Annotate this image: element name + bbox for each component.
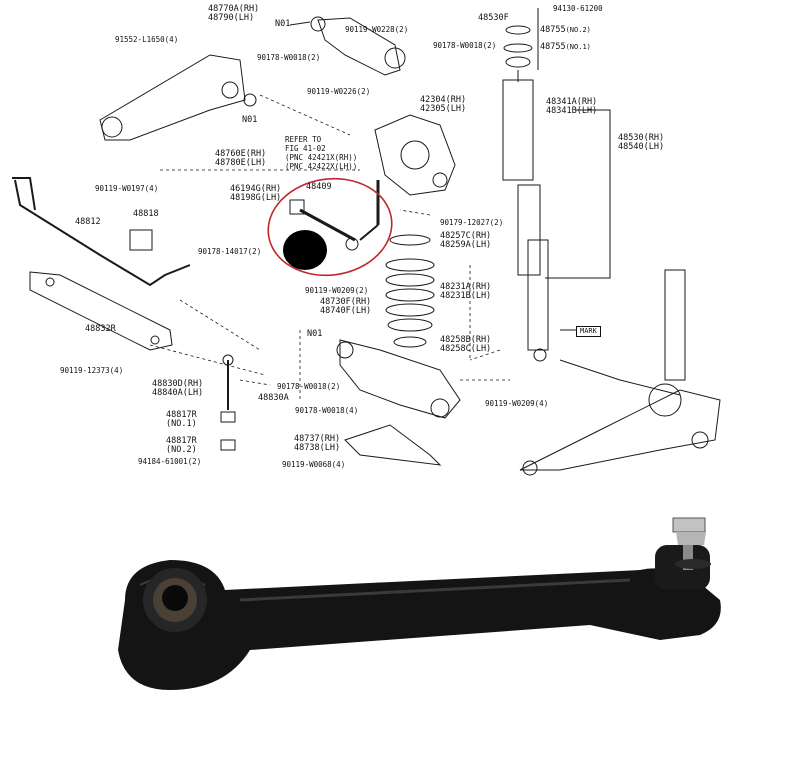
label-mark: MARK — [576, 326, 601, 337]
label-90119-12373: 90119-12373(4) — [60, 366, 124, 375]
shock-absorber — [502, 25, 549, 362]
stabilizer-bar — [14, 179, 191, 287]
knuckle — [374, 114, 456, 196]
lower-control-arm — [339, 339, 461, 419]
upper-arm-top — [317, 17, 401, 76]
product-photo-lateral-link — [118, 517, 721, 690]
label-48530f: 48530F — [478, 13, 509, 23]
label-48737: 48737(RH)48738(LH) — [294, 434, 341, 453]
label-90119-w0226: 90119-W0226(2) — [307, 87, 371, 96]
label-90179-12027: 90179-12027(2) — [440, 218, 504, 227]
assembled-suspension-view — [519, 269, 721, 476]
splash-shield — [344, 424, 442, 466]
label-48818: 48818 — [133, 209, 159, 219]
highlighted-lateral-link — [267, 177, 393, 277]
label-90119-w0209-b: 90119-W0209(4) — [485, 399, 549, 408]
label-48832r: 48832R — [85, 324, 116, 334]
label-90119-w0197: 90119-W0197(4) — [95, 184, 159, 193]
label-48770: 48770A(RH)48790(LH) — [208, 4, 260, 23]
label-48257c: 48257C(RH)48259A(LH) — [440, 231, 492, 250]
label-48817r-no1: 48817R(NO.1) — [166, 410, 197, 429]
label-48817r-no2: 48817R(NO.2) — [166, 436, 197, 455]
label-48258b: 48258B(RH)48258C(LH) — [440, 335, 492, 354]
label-90119-w0228: 90119-W0228(2) — [345, 25, 409, 34]
stabilizer-bracket — [29, 271, 173, 351]
label-n01-top: N01 — [275, 19, 291, 29]
label-90178-w0018-d: 90178-W0018(4) — [295, 406, 359, 415]
label-n01-low: N01 — [307, 329, 323, 339]
red-highlight-circle — [267, 177, 393, 277]
label-48341a: 48341A(RH)48341B(LH) — [546, 97, 598, 116]
label-46194g: 46194G(RH)48198G(LH) — [230, 184, 282, 203]
label-48830a: 48830A — [258, 393, 289, 403]
label-48760e: 48760E(RH)48780E(LH) — [215, 149, 267, 168]
label-94184: 94184-61001(2) — [138, 457, 202, 466]
label-48530: 48530(RH)48540(LH) — [618, 133, 665, 152]
label-48755-no1: 48755(NO.1) — [540, 42, 591, 52]
label-90178-14017: 90178-14017(2) — [198, 247, 262, 256]
label-94130: 94130-61200 — [553, 4, 603, 13]
label-91552: 91552-L1650(4) — [115, 35, 179, 44]
label-48755-no2: 48755(NO.2) — [540, 25, 591, 35]
label-48830d: 48830D(RH)48840A(LH) — [152, 379, 204, 398]
label-90178-w0018-c: 90178-W0018(2) — [277, 382, 341, 391]
label-48812: 48812 — [75, 217, 101, 227]
label-48231a: 48231A(RH)48231B(LH) — [440, 282, 492, 301]
label-48730f: 48730F(RH)48740F(LH) — [320, 297, 372, 316]
label-48409: 48409 — [306, 182, 332, 192]
label-42304: 42304(RH)42305(LH) — [420, 95, 467, 114]
label-90119-w0209-a: 90119-W0209(2) — [305, 286, 369, 295]
label-90119-w0068: 90119-W0068(4) — [282, 460, 346, 469]
label-n01-mid: N01 — [242, 115, 258, 125]
trailing-arm — [99, 54, 246, 141]
label-90178-w0018-a: 90178-W0018(2) — [433, 41, 497, 50]
coil-spring — [385, 234, 435, 348]
label-90178-w0018-b: 90178-W0018(2) — [257, 53, 321, 62]
